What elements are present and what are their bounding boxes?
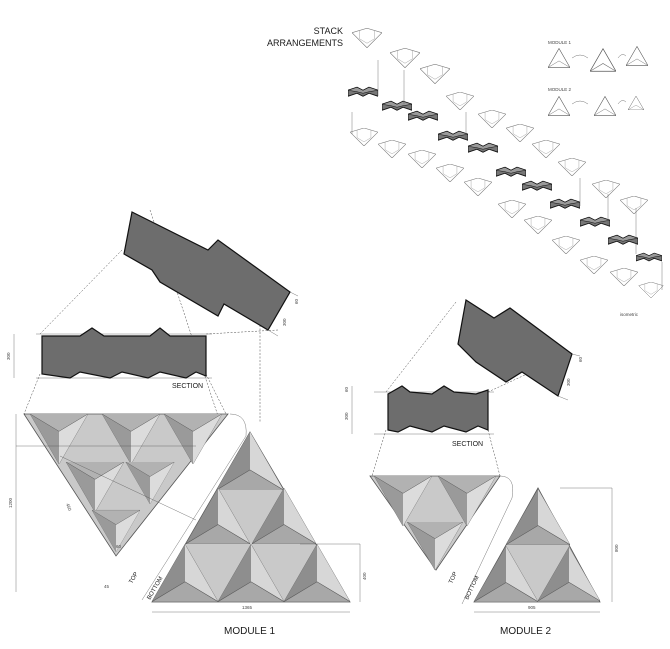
legend-module-2-label: MODULE 2 [548,87,572,92]
isometric-note: isometric [620,312,639,317]
module-1-caption: MODULE 1 [224,626,276,637]
legend-m2-triangle-b [594,96,616,116]
legend-m1-triangle-b [590,48,616,72]
m1-height-dim: 1200 [8,497,13,508]
module-2-caption: MODULE 2 [500,626,552,637]
legend-m1-triangle-c [626,46,648,66]
stack-column-2 [436,110,586,234]
module-2-bottom-view [473,487,601,603]
legend-m2-triangle-a [548,96,570,116]
stack-arrangements: isometric [348,28,664,317]
legend-m2-triangle-c [628,96,644,110]
module-2-top-view [369,475,501,571]
m1-side-dim: 400 [362,572,367,580]
module-2-rotated-section [457,299,573,397]
m1-depth-dim: 60 [294,298,299,304]
m1-inner-dim: 450 [65,503,72,512]
legend-m1-arrows [571,54,627,59]
module-1-hinge-outline [141,413,247,601]
m1-width-dim: 1365 [242,605,253,610]
m2-depth-dim: 60 [578,356,583,362]
module-2-section-profile [387,385,489,433]
module-1-section-profile [41,327,207,379]
stack-column-3 [550,180,664,298]
legend-m1-triangle-a [548,48,570,68]
module-2-hinge-outline [461,475,513,605]
m1-small-dim: 45 [104,584,110,589]
legend-m2-arrows [571,100,627,105]
m2-depth-dim-left: 60 [344,386,349,392]
m1-angle-dim: 60 [116,544,122,549]
m2-height-dim: 800 [614,544,619,552]
module-legend: MODULE 1 MODULE 2 [548,40,648,116]
title-line-1: STACK [314,26,343,36]
m2-rot-thickness-dim: 300 [566,378,571,386]
module-1-drawing: 300 SECTION 1200 450 60 45 TOP BOTTOM [6,209,367,637]
m1-thickness-dim: 300 [6,352,11,360]
module-1-top-label: TOP [129,571,140,585]
m2-thickness-dim: 300 [344,412,349,420]
module-2-section-label: SECTION [452,441,483,448]
title-line-2: ARRANGEMENTS [267,38,343,48]
module-1-bottom-view [151,431,351,603]
module-2-top-label: TOP [448,571,459,585]
m1-rot-thickness-dim: 300 [282,318,287,326]
module-2-drawing: 60 300 60 300 SECTION TOP BOTTOM 905 800… [344,299,619,637]
stack-column-1 [348,28,474,168]
module-1-section-label: SECTION [172,383,203,390]
m2-width-dim: 905 [528,605,536,610]
legend-module-1-label: MODULE 1 [548,40,572,45]
stack-leader-lines [351,60,663,290]
module-1-top-view [16,413,229,557]
module-1-rotated-section [123,211,291,331]
